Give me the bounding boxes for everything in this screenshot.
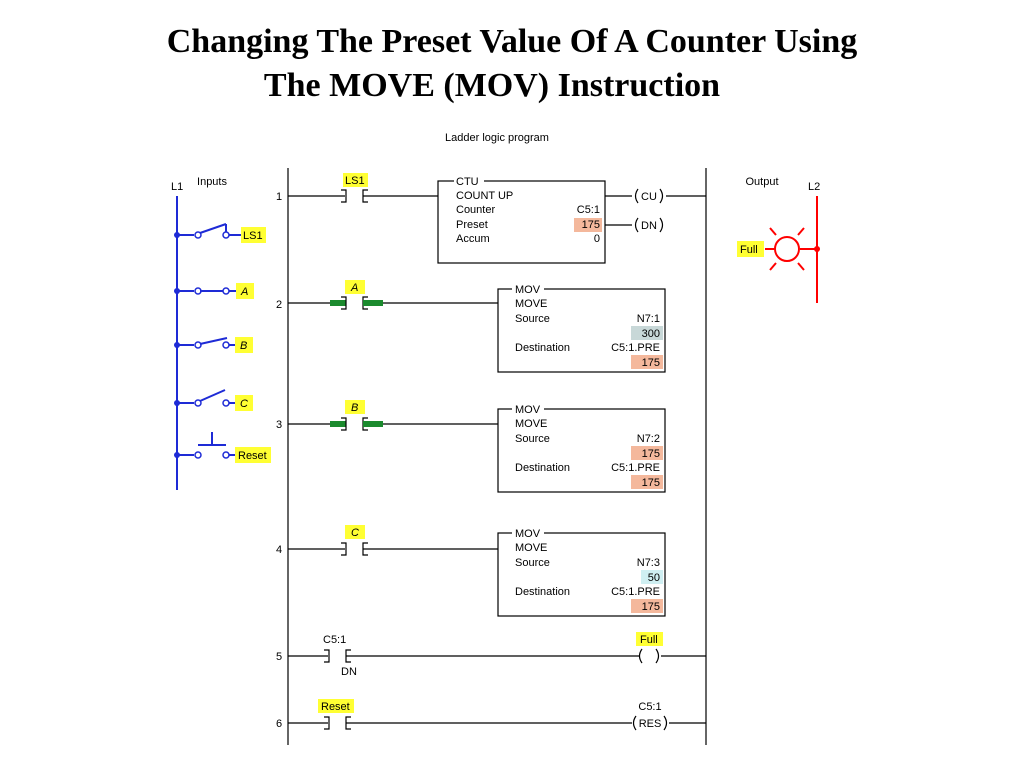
res-coil-label: RES [639,718,662,730]
reset-input-label: Reset [238,450,267,462]
full-coil [638,648,643,664]
destination-value: 175 [642,357,660,369]
source-label: Source [515,433,550,445]
cu-coil: CU [641,191,657,203]
source-value: 50 [648,572,660,584]
reset-input-pushbutton: Reset [174,432,271,463]
ctu-name: COUNT UP [456,190,513,202]
b-input-label: B [240,340,247,352]
destination-value: 175 [642,477,660,489]
mov-name: MOVE [515,542,547,554]
source-label: Source [515,313,550,325]
rung-number: 1 [276,191,282,203]
source-address: N7:1 [637,313,660,325]
ls1-contact-label: LS1 [345,175,365,187]
slide-title: Changing The Preset Value Of A Counter U… [0,20,1024,108]
b-contact-label: B [351,402,358,414]
counter-label: Counter [456,204,495,216]
accum-value: 0 [594,233,600,245]
res-coil [632,715,637,731]
rung-4: C MOV MOVE Source N7:3 50 Destination C5… [288,525,666,617]
mov-tag: MOV [515,528,541,540]
a-contact-label: A [350,282,358,294]
destination-address: C5:1.PRE [611,462,660,474]
full-coil-label: Full [640,634,658,646]
destination-address: C5:1.PRE [611,586,660,598]
rung-5: C5:1 DN Full [288,632,706,678]
source-value: 175 [642,448,660,460]
inputs-label: Inputs [197,176,227,188]
rung-number: 3 [276,419,282,431]
ls1-input-label: LS1 [243,230,263,242]
destination-label: Destination [515,462,570,474]
rung-number: 4 [276,544,282,556]
mov-tag: MOV [515,284,541,296]
res-coil-address: C5:1 [638,701,661,713]
dn-coil: DN [641,220,657,232]
l1-label: L1 [171,181,183,193]
full-lamp-label: Full [740,244,758,256]
a-input-switch: A [174,283,254,299]
title-line-1: Changing The Preset Value Of A Counter U… [166,23,858,60]
rung-number: 6 [276,718,282,730]
source-address: N7:3 [637,557,660,569]
source-value: 300 [642,328,660,340]
input-wiring: LS1 A B [174,196,271,490]
a-input-label: A [240,286,248,298]
rung-3: B MOV MOVE Source N7:2 175 Destination C… [288,400,666,493]
c5-dn-bit: DN [341,666,357,678]
destination-address: C5:1.PRE [611,342,660,354]
c-input-label: C [240,398,248,410]
ctu-block [437,180,606,264]
rung-number: 2 [276,299,282,311]
accum-label: Accum [456,233,490,245]
mov-block-1 [497,288,666,373]
mov-tag: MOV [515,404,541,416]
l2-label: L2 [808,181,820,193]
rung-1: LS1 CTU COUNT UP Counter C5:1 Preset 175… [288,173,706,264]
lamp-icon [774,236,800,262]
destination-value: 175 [642,601,660,613]
destination-label: Destination [515,586,570,598]
counter-address: C5:1 [577,204,600,216]
source-address: N7:2 [637,433,660,445]
ctu-tag: CTU [456,176,479,188]
c5-dn-address: C5:1 [323,634,346,646]
b-input-switch: B [174,337,253,353]
preset-label: Preset [456,219,488,231]
output-wiring: Full [737,196,820,303]
mov-block-3 [497,532,666,617]
output-label: Output [745,176,778,188]
rung-number: 5 [276,651,282,663]
mov-name: MOVE [515,298,547,310]
c-contact-label: C [351,527,359,539]
mov-name: MOVE [515,418,547,430]
title-line-2: The MOVE (MOV) Instruction [263,67,721,104]
destination-label: Destination [515,342,570,354]
preset-value: 175 [582,219,600,231]
c-input-switch: C [174,389,253,411]
rung-2: A MOV MOVE Source N7:1 300 Destination C… [288,280,666,373]
source-label: Source [515,557,550,569]
mov-block-2 [497,408,666,493]
reset-contact-label: Reset [321,701,350,713]
rung-6: Reset C5:1 RES [288,699,706,731]
program-label: Ladder logic program [445,132,549,144]
ls1-input-switch: LS1 [174,223,266,243]
